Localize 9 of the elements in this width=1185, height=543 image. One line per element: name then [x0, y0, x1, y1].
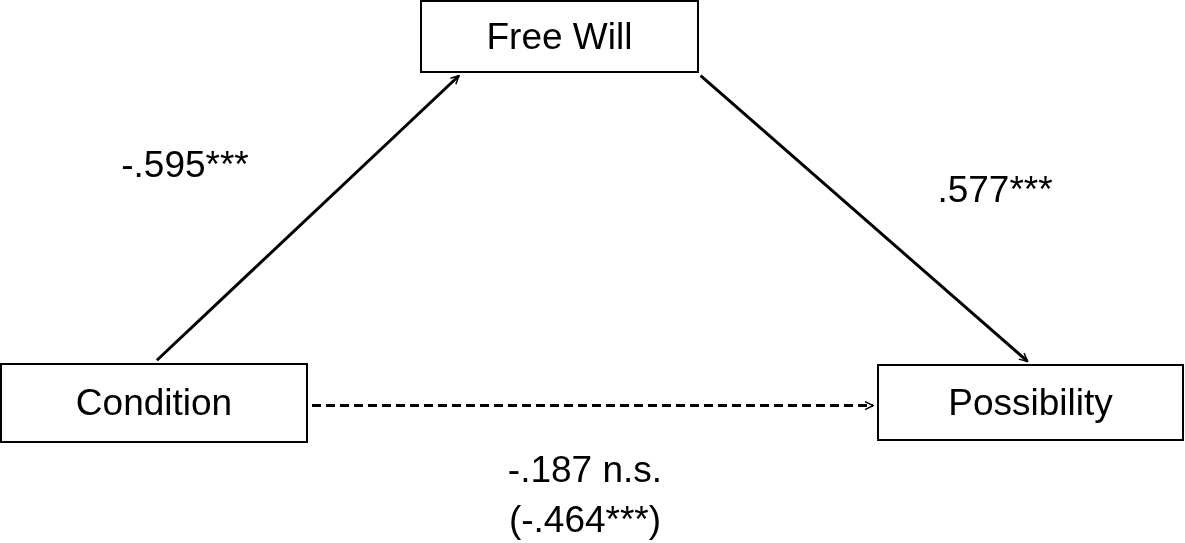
- variable-box: [420, 0, 699, 73]
- arrow: [312, 400, 874, 411]
- node-label: Condition: [75, 382, 233, 424]
- arrow: [155, 74, 460, 362]
- variable-box: [877, 364, 1184, 441]
- node-label: Possibility: [948, 381, 1113, 424]
- arrow: [699, 74, 1029, 363]
- node-label: Free Will: [486, 15, 633, 58]
- variable-box: [0, 363, 308, 443]
